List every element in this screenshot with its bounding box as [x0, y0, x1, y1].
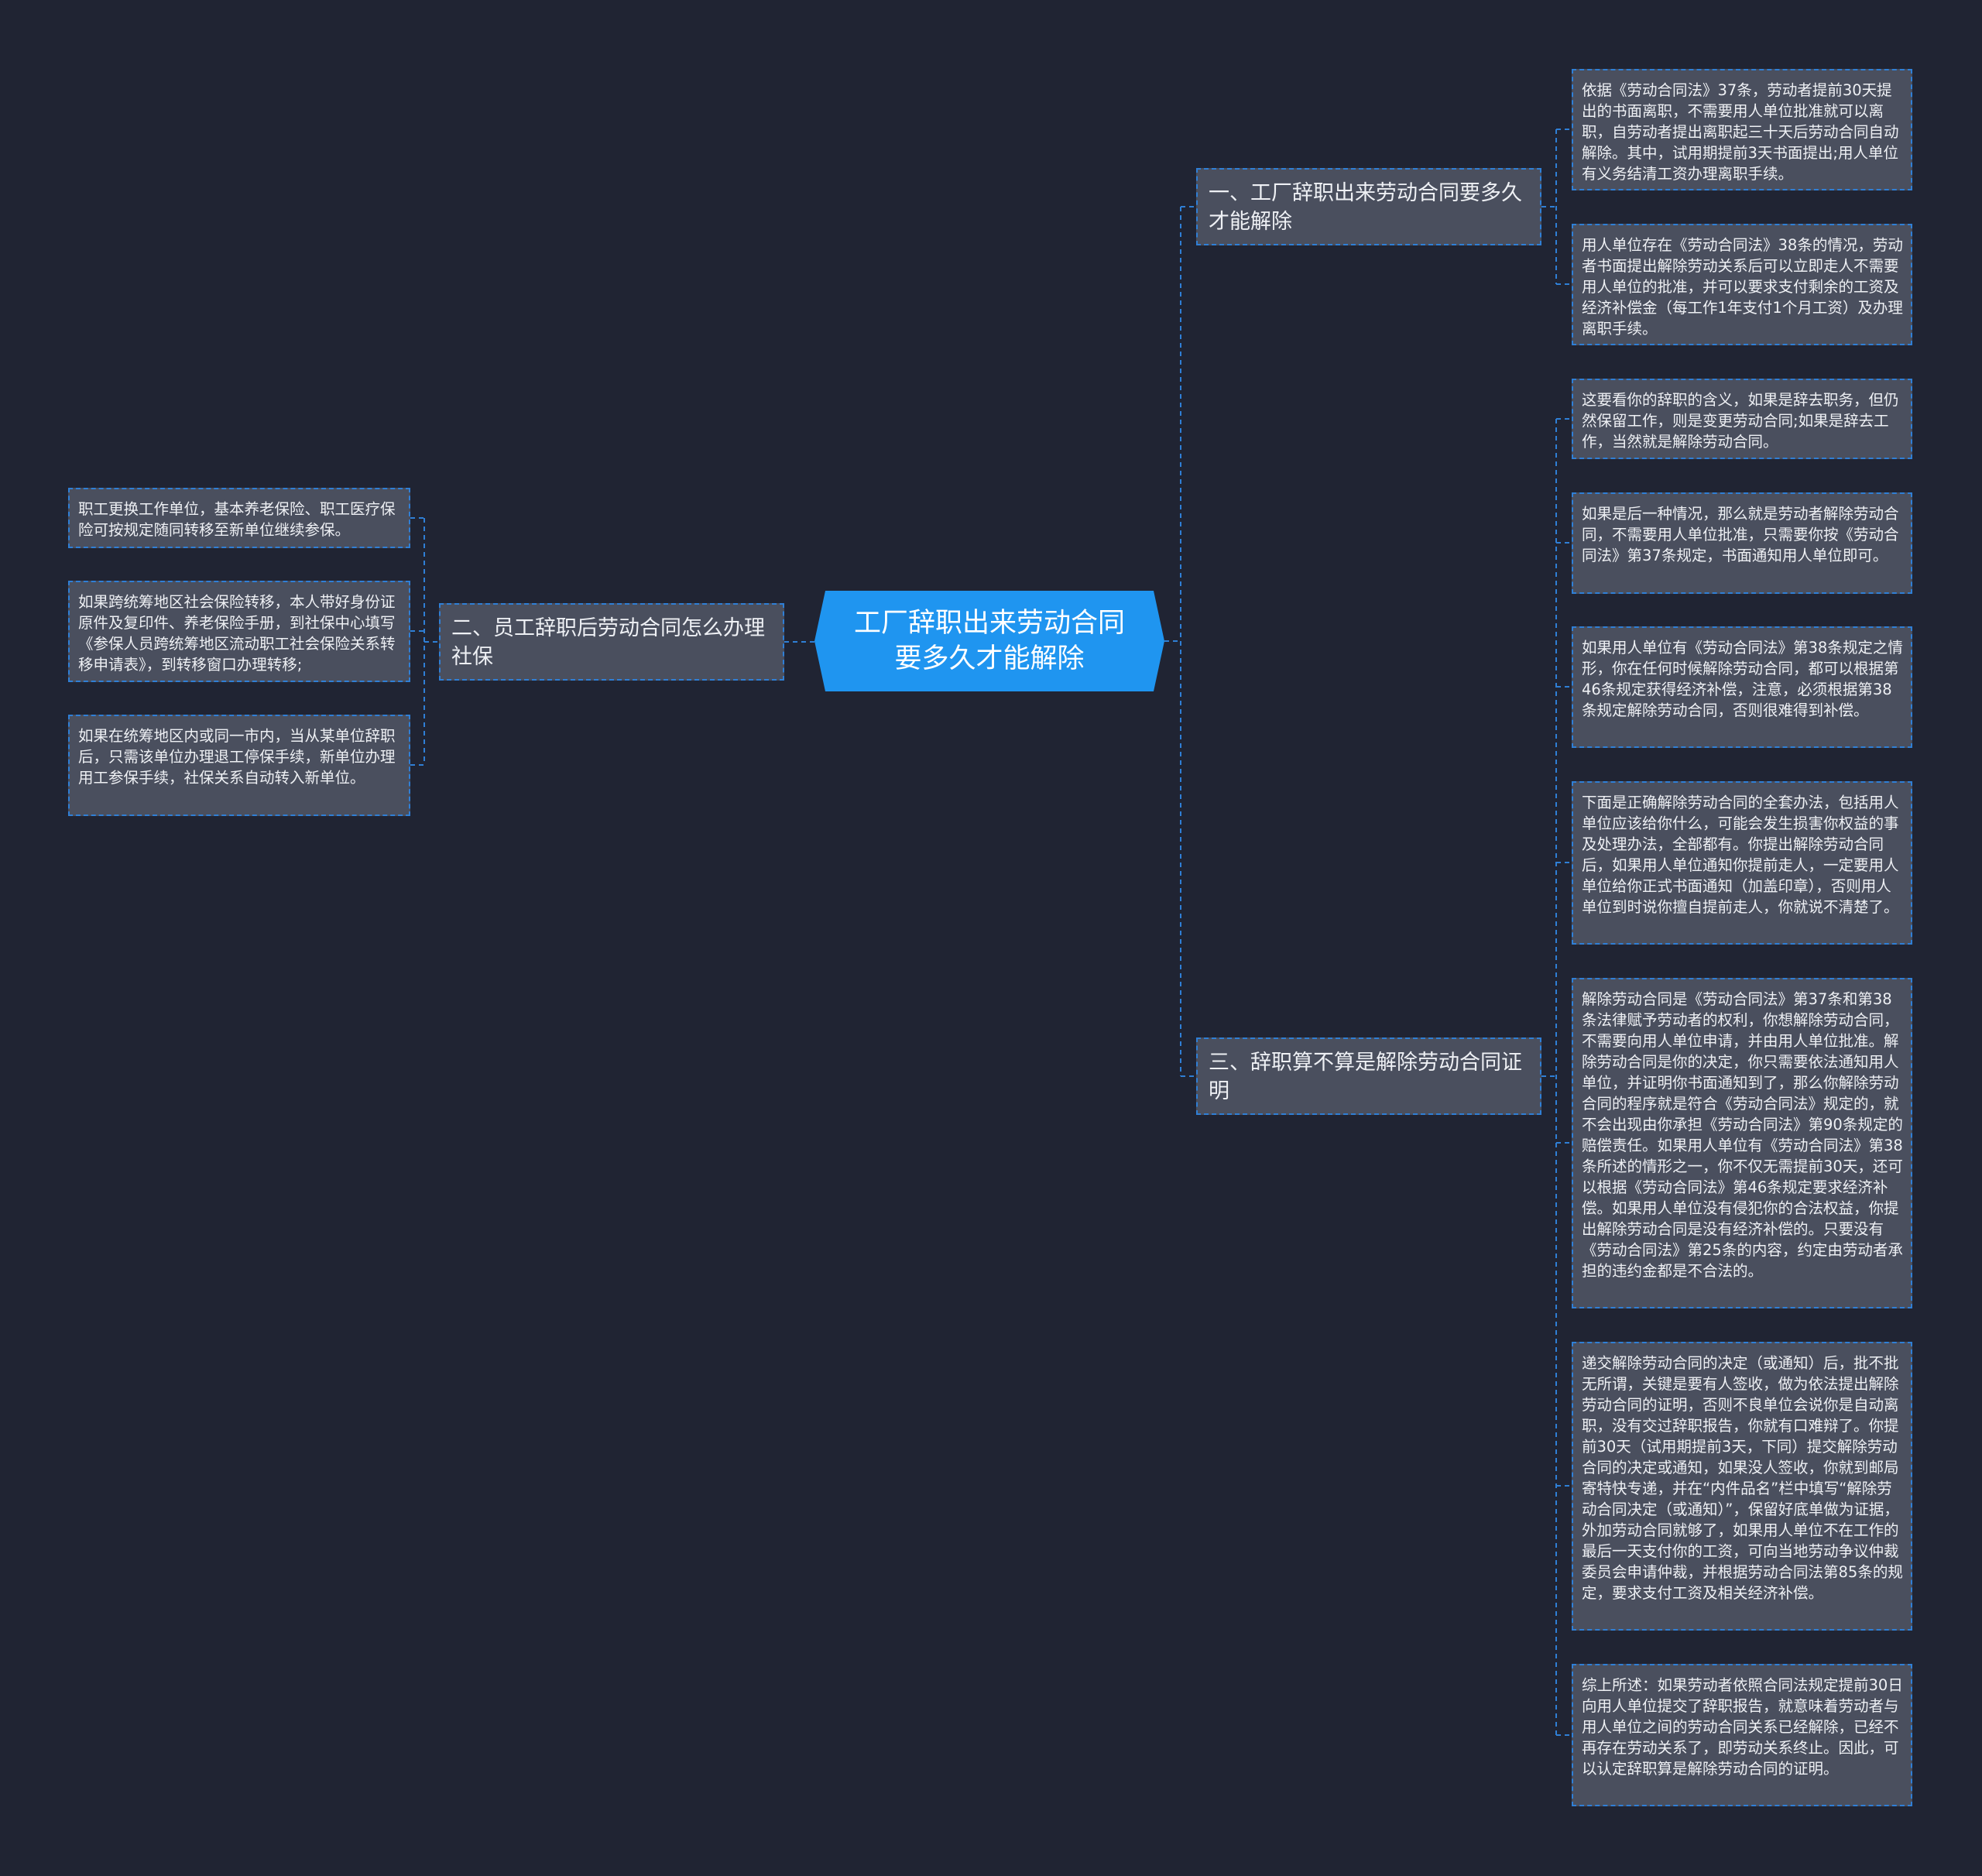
leaf-node-3-5[interactable]: 解除劳动合同是《劳动合同法》第37条和第38条法律赋予劳动者的权利，你想解除劳动… [1572, 978, 1912, 1308]
leaf-node-3-4[interactable]: 下面是正确解除劳动合同的全套办法，包括用人单位应该给你什么，可能会发生损害你权益… [1572, 781, 1912, 945]
leaf-node-3-2[interactable]: 如果是后一种情况，那么就是劳动者解除劳动合同，不需要用人单位批准，只需要你按《劳… [1572, 492, 1912, 594]
leaf-node-3-3[interactable]: 如果用人单位有《劳动合同法》第38条规定之情形，你在任何时候解除劳动合同，都可以… [1572, 626, 1912, 748]
root-node[interactable]: 工厂辞职出来劳动合同要多久才能解除 [814, 591, 1164, 691]
leaf-node-3-1[interactable]: 这要看你的辞职的含义，如果是辞去职务，但仍然保留工作，则是变更劳动合同;如果是辞… [1572, 379, 1912, 459]
leaf-node-1-1[interactable]: 依据《劳动合同法》37条，劳动者提前30天提出的书面离职，不需要用人单位批准就可… [1572, 69, 1912, 190]
branch-node-1[interactable]: 一、工厂辞职出来劳动合同要多久才能解除 [1196, 168, 1541, 245]
branch-node-2[interactable]: 二、员工辞职后劳动合同怎么办理社保 [439, 603, 784, 681]
leaf-node-1-2[interactable]: 用人单位存在《劳动合同法》38条的情况，劳动者书面提出解除劳动关系后可以立即走人… [1572, 224, 1912, 345]
leaf-node-2-1[interactable]: 职工更换工作单位，基本养老保险、职工医疗保险可按规定随同转移至新单位继续参保。 [68, 488, 410, 548]
branch-node-3[interactable]: 三、辞职算不算是解除劳动合同证明 [1196, 1037, 1541, 1115]
leaf-node-2-3[interactable]: 如果在统筹地区内或同一市内，当从某单位辞职后，只需该单位办理退工停保手续，新单位… [68, 715, 410, 816]
leaf-node-2-2[interactable]: 如果跨统筹地区社会保险转移，本人带好身份证原件及复印件、养老保险手册，到社保中心… [68, 581, 410, 682]
leaf-node-3-7[interactable]: 综上所述：如果劳动者依照合同法规定提前30日向用人单位提交了辞职报告，就意味着劳… [1572, 1664, 1912, 1806]
leaf-node-3-6[interactable]: 递交解除劳动合同的决定（或通知）后，批不批无所谓，关键是要有人签收，做为依法提出… [1572, 1342, 1912, 1631]
